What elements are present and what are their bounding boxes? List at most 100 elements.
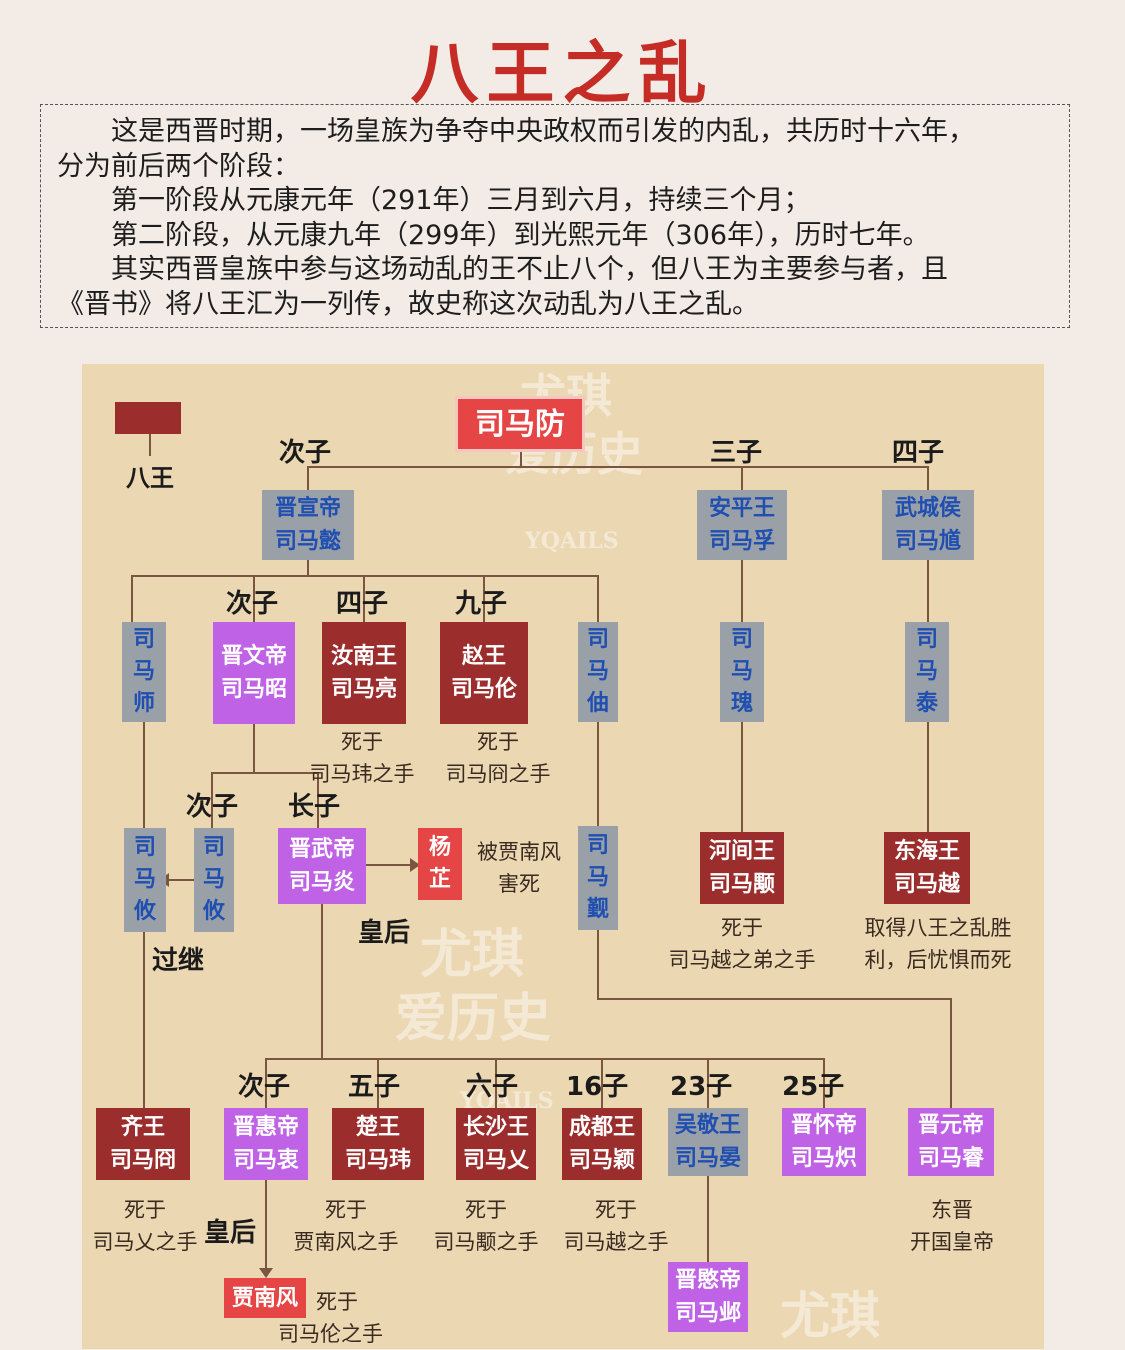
node-title: 长沙王	[462, 1115, 529, 1140]
intro-line: 这是西晋时期，一场皇族为争夺中央政权而引发的内乱，共历时十六年，	[111, 116, 975, 147]
connector-line	[211, 772, 319, 774]
node-changshawang: 长沙王 司马乂	[456, 1108, 536, 1180]
note-line: 死于	[325, 1198, 367, 1222]
connector-line	[307, 466, 309, 490]
node-char: 马	[586, 659, 609, 684]
connector-line	[321, 904, 323, 1060]
connector-line	[131, 575, 133, 623]
node-title: 吴敬王	[674, 1113, 741, 1138]
node-anpingwang: 安平王 司马孚	[697, 490, 787, 560]
node-name: 司马馗	[894, 529, 961, 554]
node-simafang: 司马防	[455, 396, 585, 452]
node-yangzhi: 杨 芷	[418, 828, 462, 900]
note-donghai: 取得八王之乱胜 利，后忧惧而死	[850, 912, 1026, 976]
connector-line	[143, 722, 145, 828]
arrow-right-icon	[410, 858, 420, 872]
node-jinwendi: 晋文帝 司马昭	[213, 622, 295, 724]
node-title: 晋元帝	[917, 1113, 984, 1138]
node-name: 司马孚	[708, 529, 775, 554]
node-title: 成都王	[568, 1115, 635, 1140]
node-char: 马	[202, 867, 225, 892]
intro-line: 其实西晋皇族中参与这场动乱的王不止八个，但八王为主要参与者，且	[111, 254, 948, 285]
connector-line	[927, 560, 929, 623]
connector-line	[823, 1058, 825, 1108]
node-char: 司	[586, 833, 609, 858]
node-char: 司	[730, 627, 753, 652]
connector-line	[149, 432, 151, 456]
label-huanghou: 皇后	[204, 1218, 257, 1248]
connector-line	[307, 560, 309, 576]
arrow-down-icon	[259, 1268, 273, 1278]
note-line: 司马冏之手	[445, 762, 551, 786]
connector-line	[495, 1058, 497, 1108]
node-char: 瑰	[730, 691, 753, 716]
node-char: 觐	[586, 897, 609, 922]
connector-line	[211, 772, 213, 828]
node-name: 司马颙	[708, 872, 775, 897]
label-guoji: 过继	[152, 946, 205, 976]
legend-label: 八王	[126, 464, 174, 492]
label-zhangzi: 长子	[288, 792, 341, 822]
node-jiananfeng: 贾南风	[224, 1278, 306, 1318]
connector-line	[366, 864, 416, 866]
note-line: 死于	[595, 1198, 637, 1222]
node-title: 晋武帝	[288, 837, 355, 862]
label-cizi: 次子	[186, 792, 239, 822]
node-title: 晋宣帝	[274, 496, 341, 521]
node-simajin: 司 马 觐	[578, 826, 618, 930]
node-title: 晋惠帝	[232, 1115, 299, 1140]
connector-line	[253, 724, 255, 774]
connector-line	[520, 450, 522, 468]
note-line: 被贾南风	[477, 840, 561, 864]
note-hejian: 死于 司马越之弟之手	[652, 912, 832, 976]
note-line: 司马玮之手	[309, 762, 415, 786]
node-simayou: 司 马 攸	[194, 828, 234, 932]
node-char: 攸	[133, 899, 156, 924]
connector-line	[950, 998, 952, 1108]
label-sanzi: 三子	[710, 438, 763, 468]
node-simayou-adopted: 司 马 攸	[124, 828, 166, 932]
node-char: 芷	[428, 867, 451, 892]
connector-line	[707, 1176, 709, 1262]
node-simagui: 司 马 瑰	[720, 622, 764, 722]
node-name: 贾南风	[231, 1285, 298, 1311]
label-huanghou: 皇后	[358, 918, 411, 948]
note-line: 死于	[341, 730, 383, 754]
connector-line	[741, 722, 743, 832]
connector-line	[927, 722, 929, 832]
label-liuzi: 六子	[466, 1072, 519, 1102]
connector-line	[707, 1058, 709, 1108]
node-jinmindi: 晋愍帝 司马邺	[668, 1262, 748, 1332]
watermark: YQAILS	[525, 528, 619, 554]
node-char: 司	[586, 627, 609, 652]
note-line: 司马伦之手	[278, 1322, 383, 1346]
node-name: 司马晏	[674, 1146, 741, 1171]
node-zhaowang: 赵王 司马伦	[440, 622, 528, 724]
connector-line	[741, 560, 743, 623]
node-char: 司	[202, 835, 225, 860]
label-wuzi: 五子	[348, 1072, 401, 1102]
note-line: 害死	[498, 872, 540, 896]
node-title: 汝南王	[330, 644, 397, 669]
node-jinhuaidi: 晋怀帝 司马炽	[782, 1108, 866, 1176]
node-char: 司	[133, 835, 156, 860]
connector-line	[265, 1058, 267, 1108]
node-qiwang: 齐王 司马冏	[96, 1108, 190, 1180]
connector-line	[307, 466, 929, 468]
node-char: 马	[586, 865, 609, 890]
legend-swatch	[115, 402, 181, 434]
note-line: 贾南风之手	[293, 1230, 399, 1254]
label-sizi: 四子	[336, 589, 389, 619]
note-qi: 死于 司马乂之手	[84, 1194, 206, 1258]
node-runanwang: 汝南王 司马亮	[322, 622, 406, 724]
node-char: 泰	[915, 691, 938, 716]
node-simazhou: 司 马 伷	[578, 622, 618, 722]
node-char: 马	[133, 867, 156, 892]
note-line: 取得八王之乱胜	[864, 916, 1012, 940]
node-title: 齐王	[120, 1115, 165, 1140]
node-name: 司马衷	[232, 1148, 299, 1173]
node-char: 马	[730, 659, 753, 684]
node-title: 楚王	[355, 1115, 400, 1140]
node-char: 师	[132, 691, 155, 716]
connector-line	[363, 575, 365, 623]
